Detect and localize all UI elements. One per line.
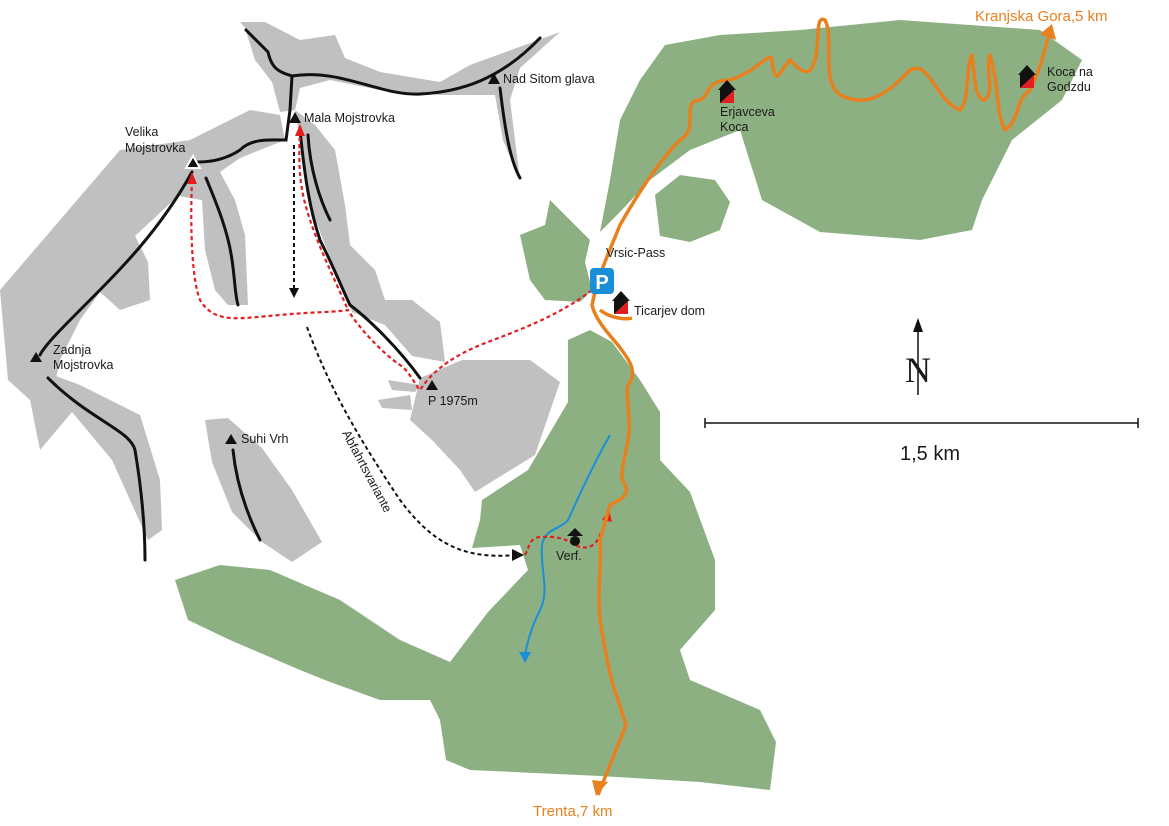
parking-sign: P	[590, 268, 614, 294]
ascent-arrow-icon	[295, 124, 305, 136]
peak-label: Nad Sitom glava	[503, 72, 595, 86]
peak-label: Suhi Vrh	[241, 432, 289, 446]
hut-label: Erjavceva	[720, 105, 775, 119]
rock-small-2	[388, 380, 420, 392]
parking-symbol: P	[595, 272, 608, 294]
rock-p1975	[410, 360, 560, 492]
peak-icon	[30, 352, 42, 362]
hut-icon	[718, 80, 736, 103]
peak-label: Velika	[125, 125, 158, 139]
ridgelines	[38, 28, 542, 562]
hut-label: Godzdu	[1047, 80, 1091, 94]
road-arrow-south-icon	[592, 780, 608, 796]
north-label: N	[905, 350, 931, 390]
peak-icon	[488, 73, 500, 84]
hut-label: Ticarjev dom	[634, 304, 705, 318]
rock-west-ridge	[0, 110, 285, 450]
shelter-icon	[567, 528, 583, 546]
ascent-arrow-icon	[187, 172, 197, 184]
ascent-trails	[190, 129, 609, 556]
rock-southwest-ridge	[40, 372, 162, 540]
peak-icon	[289, 112, 301, 123]
hut-label: Koca na	[1047, 65, 1093, 79]
road-arrow-north-icon	[1040, 24, 1056, 40]
destination-south-label: Trenta,7 km	[533, 803, 612, 820]
peak-label: Mojstrovka	[53, 358, 113, 372]
river	[524, 434, 611, 661]
peak-label: Mala Mojstrovka	[304, 111, 395, 125]
north-arrow: N	[905, 318, 931, 395]
rock-areas	[0, 22, 560, 562]
hut-label: Koca	[720, 120, 749, 134]
forest-pass	[520, 200, 592, 302]
descent-trails	[293, 145, 516, 557]
peak-icon	[225, 434, 237, 444]
peak-label: P 1975m	[428, 394, 478, 408]
descent-arrow-icon	[289, 288, 299, 298]
peak-label: Zadnja	[53, 343, 91, 357]
peak-icon	[184, 154, 202, 169]
hut-icon	[1018, 65, 1036, 88]
descent-variant-label: Abfahrtsvariante	[339, 428, 394, 515]
rock-top-ridge	[240, 22, 560, 180]
peak-markers	[30, 73, 500, 444]
forest-north	[600, 20, 1082, 240]
destination-north-label: Kranjska Gora,5 km	[975, 8, 1108, 25]
scale-label: 1,5 km	[900, 443, 960, 465]
pass-label: Vrsic-Pass	[606, 246, 665, 260]
river-arrow-icon	[519, 652, 531, 663]
peak-icon	[426, 380, 438, 390]
peak-label: Mojstrovka	[125, 141, 185, 155]
north-arrow-icon	[913, 318, 923, 332]
rock-small-1	[378, 395, 412, 410]
hut-icon	[612, 291, 630, 314]
hut-label: Verf.	[556, 549, 582, 563]
descent-arrow-icon	[512, 549, 524, 561]
scale-bar	[704, 418, 1139, 428]
forest-north-small	[655, 175, 730, 242]
rock-center-spine	[295, 110, 445, 362]
road	[590, 17, 1052, 796]
